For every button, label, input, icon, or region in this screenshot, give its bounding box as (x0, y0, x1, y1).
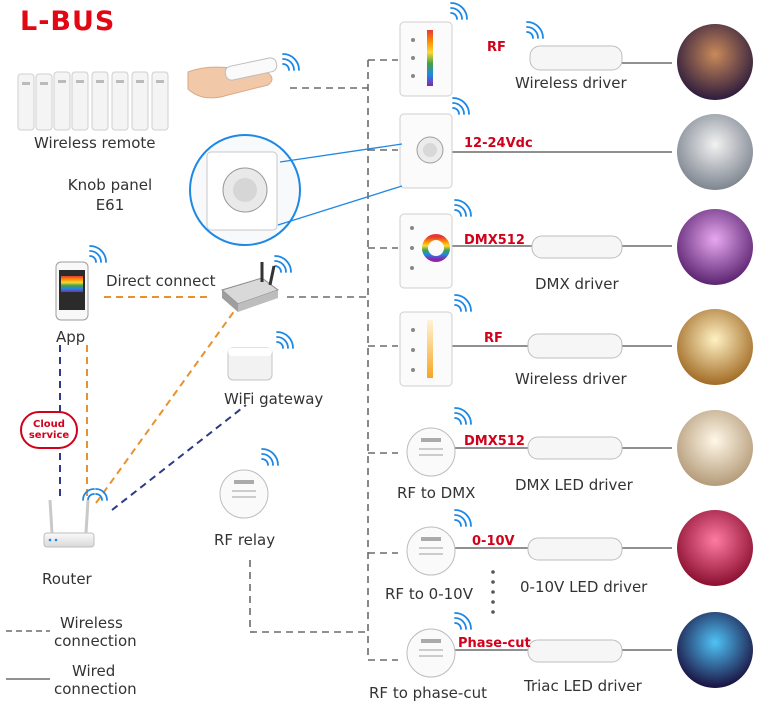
driver-label-row1: Wireless driver (515, 74, 627, 92)
panel-warm-white-icon (399, 311, 453, 387)
legend-wired-line2: connection (54, 680, 137, 698)
wireless-links (59, 296, 247, 511)
legend-wireless-line1: Wireless (60, 614, 123, 632)
converter-label-0-10v: RF to 0-10V (385, 585, 473, 603)
knob-panel-model: E61 (95, 196, 125, 214)
wired-lines (440, 62, 672, 651)
driver-boxes (527, 45, 623, 663)
driver-label-row3: DMX driver (535, 275, 619, 293)
legend-wired-line1: Wired (72, 662, 116, 680)
smartphone-app-icon (55, 261, 89, 321)
signal-label-row5: DMX512 (464, 434, 525, 449)
direct-connect-label: Direct connect (106, 272, 216, 290)
converter-label-dmx: RF to DMX (397, 484, 476, 502)
legend-wireless-line2: connection (54, 632, 137, 650)
signal-label-row1: RF (487, 40, 506, 55)
cloud-service-badge: Cloud service (20, 411, 78, 449)
signal-label-row7: Phase-cut (458, 636, 531, 651)
brand-logo: L-BUS (20, 6, 116, 37)
room-photos (677, 24, 753, 688)
panel-color-touch-icon (399, 21, 453, 97)
signal-label-row2: 12-24Vdc (464, 136, 533, 151)
rf-to-dmx-device-icon (406, 427, 456, 477)
panel-dmx-rgb-icon (399, 213, 453, 289)
panel-knob-e61-icon (399, 113, 453, 189)
driver-label-row6: 0-10V LED driver (520, 578, 648, 596)
rf-to-0-10v-device-icon (406, 526, 456, 576)
cloud-label-line1: Cloud (33, 419, 65, 430)
hand-remote-icon (187, 57, 278, 99)
cloud-label-line2: service (28, 430, 70, 441)
rf-relay-device-icon (219, 469, 269, 519)
signal-label-row6: 0-10V (472, 534, 515, 549)
driver-label-row7: Triac LED driver (524, 677, 642, 695)
wireless-remote-label: Wireless remote (34, 134, 156, 152)
legend (6, 630, 50, 680)
wifi-signals (82, 2, 544, 630)
rf-to-phase-cut-device-icon (406, 628, 456, 678)
wireless-remotes-icon (17, 71, 169, 131)
router-icon (43, 499, 95, 548)
router-label: Router (42, 570, 92, 588)
signal-label-row3: DMX512 (464, 233, 525, 248)
converter-label-phase-cut: RF to phase-cut (369, 684, 487, 702)
knob-panel-enlarged-icon (189, 134, 403, 246)
rf-relay-label: RF relay (214, 531, 276, 549)
knob-panel-label: Knob panel (67, 176, 153, 194)
wifi-gateway-cube-icon (227, 347, 273, 381)
rf-bus (249, 59, 398, 661)
driver-label-row4: Wireless driver (515, 370, 627, 388)
more-dots (491, 570, 495, 614)
app-label: App (56, 328, 86, 346)
signal-label-row4: RF (484, 331, 503, 346)
wifi-gateway-label: WiFi gateway (224, 390, 324, 408)
wifi-gateway-antenna-icon (220, 262, 280, 312)
driver-label-row5: DMX LED driver (515, 476, 633, 494)
